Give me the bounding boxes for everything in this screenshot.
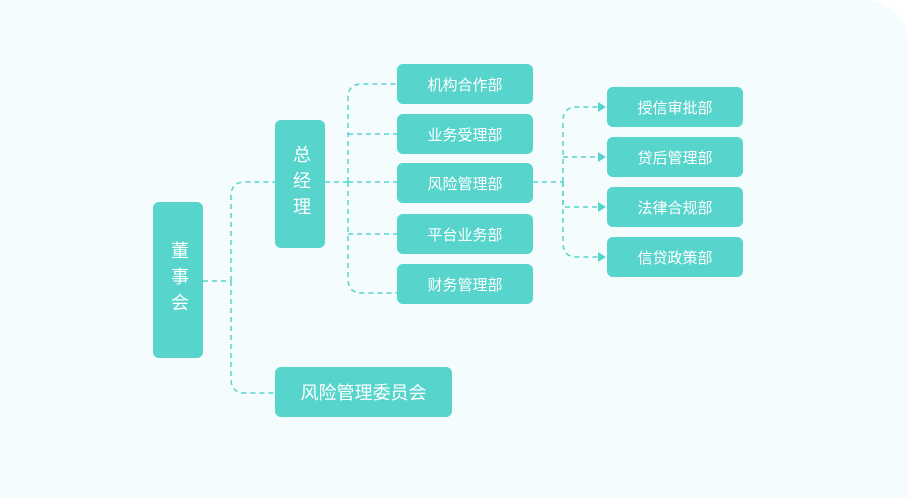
risk-committee-label: 风险管理委员会 [300, 383, 427, 404]
sub-department-label: 授信审批部 [637, 98, 713, 117]
department-label: 机构合作部 [427, 75, 503, 94]
general-manager-node: 总经理 [275, 120, 325, 248]
board-label: 董事会 [168, 241, 189, 319]
sub-department-node: 信贷政策部 [607, 237, 743, 277]
arrow-head-sub-4 [598, 252, 606, 262]
department-label: 业务受理部 [427, 125, 503, 144]
department-label: 风险管理部 [427, 174, 503, 193]
department-label: 平台业务部 [427, 225, 503, 244]
department-node: 业务受理部 [397, 114, 533, 154]
department-label: 财务管理部 [427, 275, 503, 294]
connector-board-to-gm [230, 181, 275, 281]
connector-risk-to-sub-4 [562, 182, 598, 258]
board-node: 董事会 [153, 202, 203, 358]
arrow-head-sub-1 [598, 102, 606, 112]
connector-gm-to-dept-5 [347, 182, 397, 294]
department-node: 风险管理部 [397, 163, 533, 203]
connector-gm-to-dept-1 [347, 83, 397, 182]
sub-department-label: 贷后管理部 [637, 148, 713, 167]
sub-department-label: 信贷政策部 [637, 248, 713, 267]
sub-department-node: 授信审批部 [607, 87, 743, 127]
department-node: 机构合作部 [397, 64, 533, 104]
department-node: 平台业务部 [397, 214, 533, 254]
sub-department-node: 法律合规部 [607, 187, 743, 227]
risk-committee-node: 风险管理委员会 [275, 367, 452, 417]
general-manager-label: 总经理 [290, 145, 311, 223]
connector-risk-to-sub-1 [562, 106, 598, 182]
arrow-head-sub-2 [598, 152, 606, 162]
sub-department-node: 贷后管理部 [607, 137, 743, 177]
arrow-head-sub-3 [598, 202, 606, 212]
department-node: 财务管理部 [397, 264, 533, 304]
connector-board-to-committee [230, 281, 275, 394]
sub-department-label: 法律合规部 [637, 198, 713, 217]
connector-risk-to-sub-3 [562, 182, 598, 208]
